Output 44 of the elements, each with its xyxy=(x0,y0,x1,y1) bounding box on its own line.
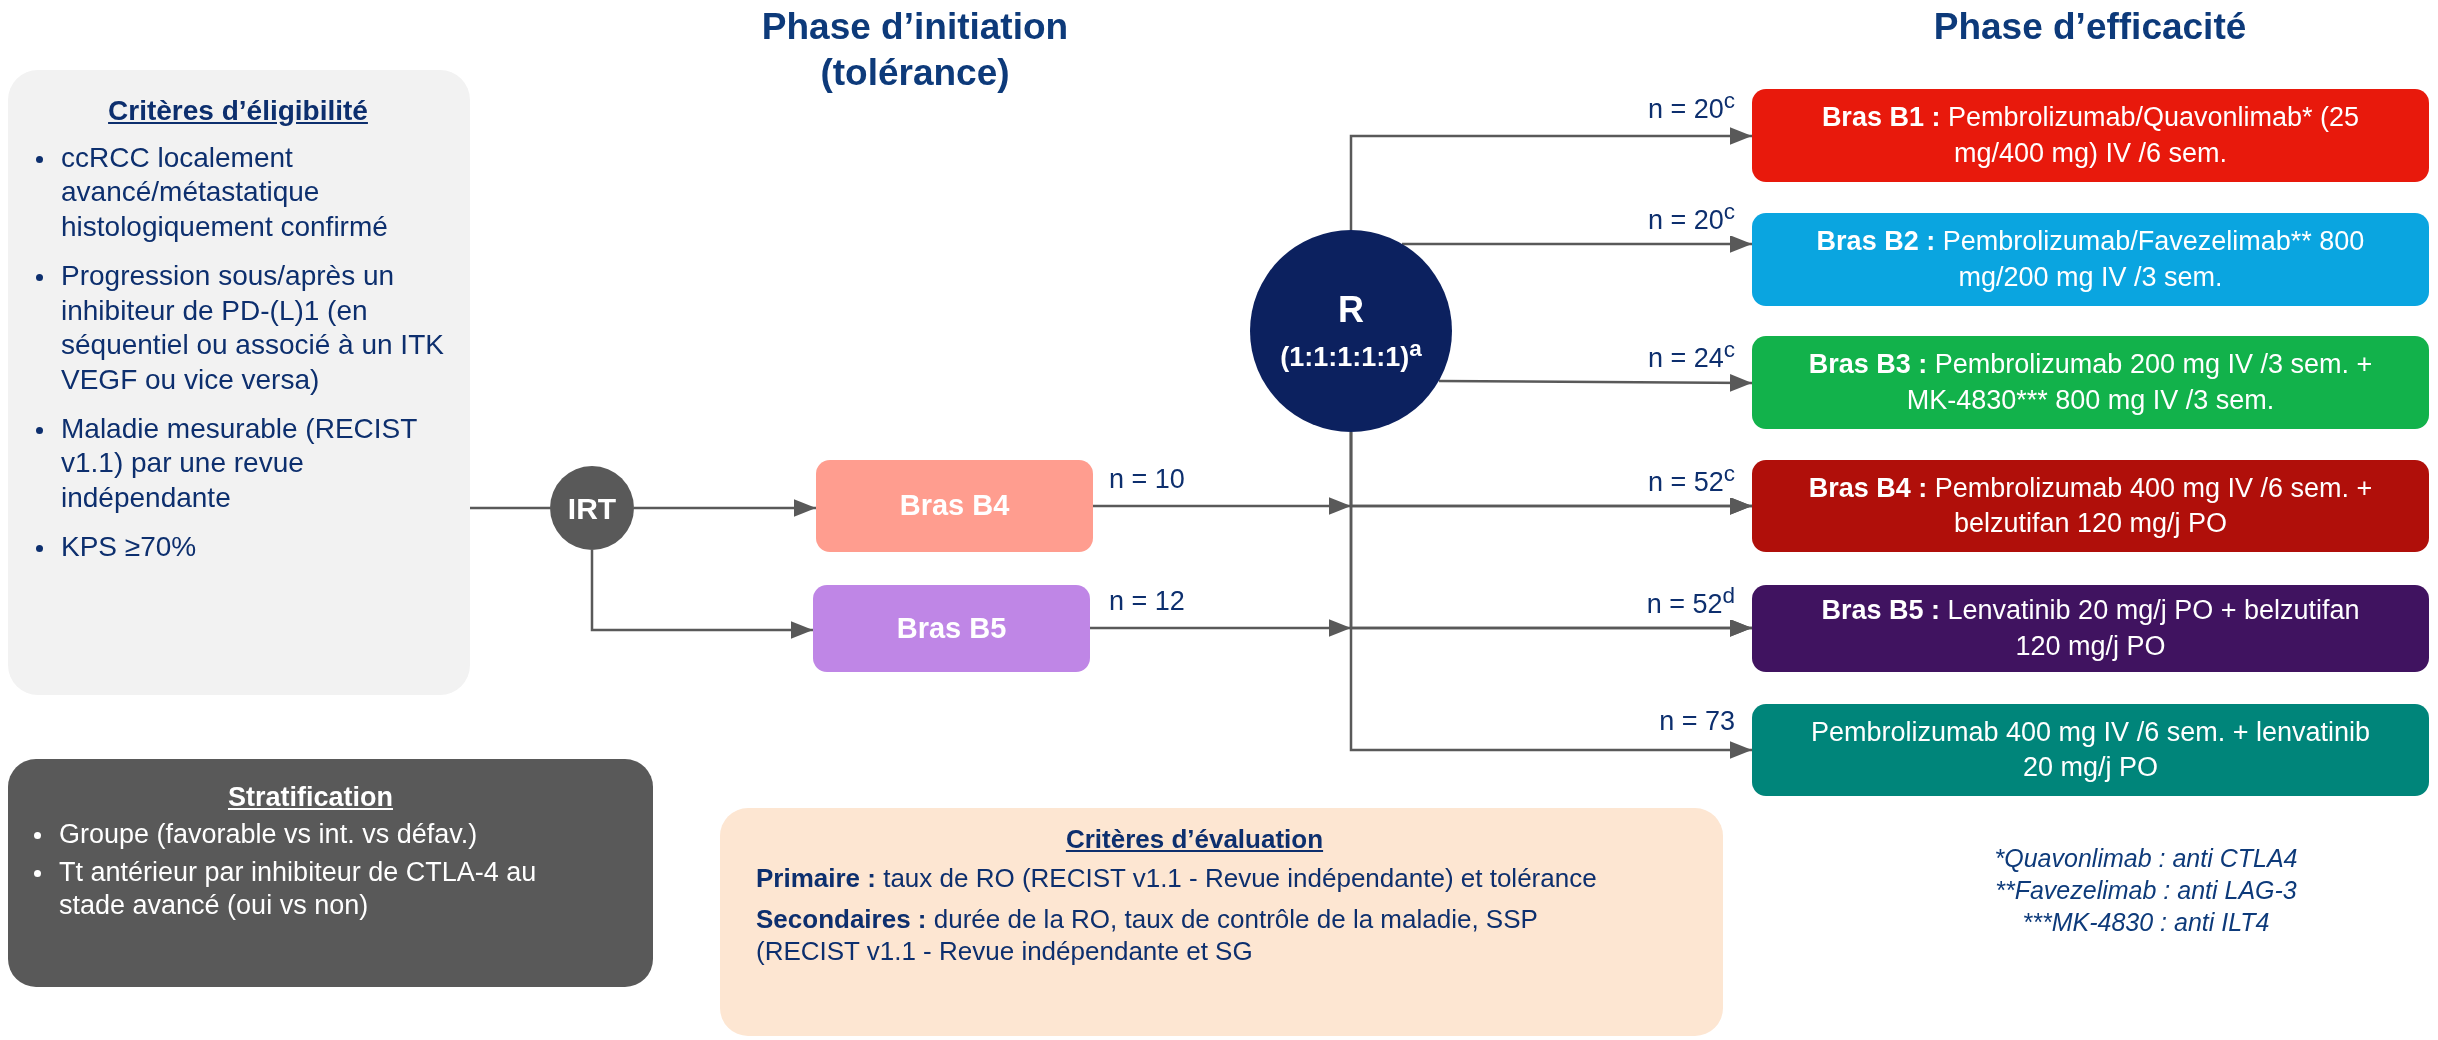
node-label: (1:1:1:1:1)$^{a}$ xyxy=(1280,334,1422,374)
arrow xyxy=(1349,127,1752,230)
arrow xyxy=(1439,374,1752,392)
criteria-panel xyxy=(8,70,470,695)
arrow xyxy=(634,499,816,517)
phase-heading: Phase d’initiation (tolérance) xyxy=(760,5,1070,96)
bullet-item: ccRCC localement avancé/métastatique histologiquement confirmé xyxy=(61,140,389,245)
arm-box xyxy=(1752,704,2429,796)
node-label: Bras B2 : Pembrolizumab/Favezelimab** 800 mg/200 mg IV /3 sem. xyxy=(1815,225,2366,294)
footnote: ***MK-4830 : anti ILT4 xyxy=(2021,907,2271,937)
node-label: Bras B5 xyxy=(896,610,1007,646)
bullet-item: Maladie mesurable (RECIST v1.1) par une revue indépendante xyxy=(61,411,418,516)
bullet-item: Groupe (favorable vs int. vs défav.) xyxy=(59,818,478,852)
node-label: IRT xyxy=(567,490,617,527)
arm-box xyxy=(1752,89,2429,182)
arm-box xyxy=(1752,460,2429,552)
criteria-text: Secondaires : durée de la RO, taux de contrôle de la maladie, SSP (RECIST v1.1 - Revue indépendante et SG xyxy=(756,904,1539,967)
node-label: Bras B4 : Pembrolizumab 400 mg IV /6 sem. + belzutifan 120 mg/j PO xyxy=(1807,471,2374,540)
bullet-item: Progression sous/après un inhibiteur de PD-(L)1 (en séquentiel ou associé à un ITK VEGF ou vice versa) xyxy=(61,258,445,398)
footnote: **Favezelimab : anti LAG-3 xyxy=(1994,875,2298,905)
node-label: Bras B5 : Lenvatinib 20 mg/j PO + belzutifan 120 mg/j PO xyxy=(1820,594,2361,663)
node-label: R xyxy=(1338,288,1364,333)
node-label: Pembrolizumab 400 mg IV /6 sem. + lenvatinib 20 mg/j PO xyxy=(1810,715,2371,784)
panel-heading: Critères d’évaluation xyxy=(1064,824,1325,856)
arrow xyxy=(1402,235,1752,253)
criteria-panel xyxy=(8,759,653,987)
criteria-panel xyxy=(720,808,1723,1036)
panel-heading: Stratification xyxy=(227,781,394,814)
arm-box xyxy=(1752,585,2429,672)
arm-box xyxy=(1752,213,2429,306)
arm-box xyxy=(1752,336,2429,429)
arm-box xyxy=(816,460,1093,552)
arrow xyxy=(590,550,813,639)
bullet-item: KPS ≥70% xyxy=(61,529,197,564)
node-label: Bras B3 : Pembrolizumab 200 mg IV /3 sem. + MK-4830*** 800 mg IV /3 sem. xyxy=(1807,348,2374,417)
panel-heading: Critères d’éligibilité xyxy=(107,94,369,128)
footnote: *Quavonlimab : anti CTLA4 xyxy=(1993,843,2299,873)
arm-box xyxy=(813,585,1090,672)
node-label: Bras B1 : Pembrolizumab/Quavonlimab* (25 mg/400 mg) IV /6 sem. xyxy=(1820,101,2361,170)
criteria-text: Primaire : taux de RO (RECIST v1.1 - Revue indépendante) et tolérance xyxy=(756,863,1598,895)
phase-heading: Phase d’efficacité xyxy=(1932,5,2248,49)
node-label: Bras B4 xyxy=(899,488,1010,524)
arrow xyxy=(1349,432,1752,759)
bullet-item: Tt antérieur par inhibiteur de CTLA-4 au stade avancé (oui vs non) xyxy=(59,855,538,923)
